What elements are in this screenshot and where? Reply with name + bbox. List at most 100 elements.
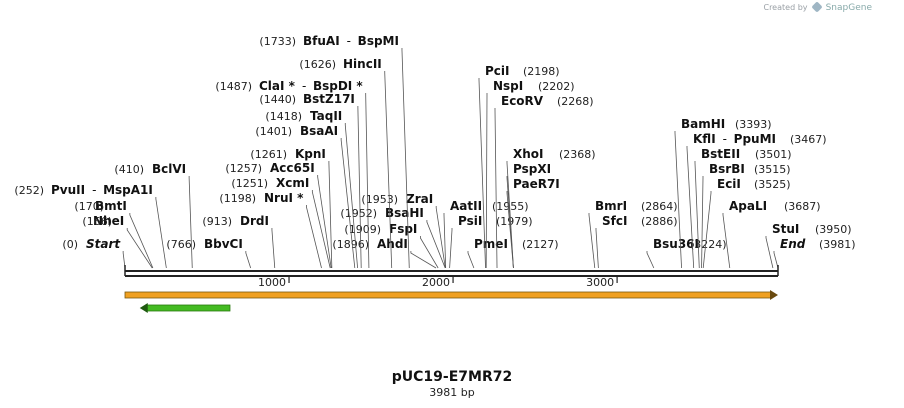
- site-position: (1909): [344, 223, 381, 236]
- site-position: (3950): [815, 223, 852, 236]
- site-position: (1953): [361, 193, 398, 206]
- site-name: PspXI: [513, 162, 551, 176]
- site-name: EciI: [717, 177, 741, 191]
- leader-line: [506, 191, 514, 269]
- site-label: TaqII(1418): [265, 109, 342, 123]
- site-label: XhoI(2368): [513, 147, 596, 161]
- site-label: PmeI(2127): [474, 237, 559, 251]
- site-label: Acc65I(1257): [225, 161, 314, 175]
- site-position: (3393): [735, 118, 772, 131]
- site-name: BclVI: [152, 162, 186, 176]
- site-position: (0): [62, 238, 78, 251]
- site-separator: -: [723, 132, 727, 146]
- site-name: StuI: [772, 222, 799, 236]
- site-name: Bsu36I: [653, 237, 699, 251]
- ruler-tick-label: 3000: [586, 276, 614, 289]
- leader-line: [494, 108, 498, 269]
- site-name: BbvCI: [204, 237, 243, 251]
- site-name: PsiI: [458, 214, 482, 228]
- leader-line: [467, 251, 475, 269]
- feature-forward-arrowhead: [770, 290, 778, 300]
- site-name: SfcI: [602, 214, 627, 228]
- leader-line: [188, 176, 193, 269]
- site-label: EcoRV(2268): [501, 94, 594, 108]
- site-label: AhdI(1896): [332, 237, 407, 251]
- site-position: (3224): [690, 238, 727, 251]
- site-name: Start: [86, 237, 121, 251]
- site-name: BmrI: [595, 199, 627, 213]
- leader-line: [245, 251, 252, 269]
- site-position: (1440): [259, 93, 296, 106]
- site-separator: -: [302, 79, 306, 93]
- site-name: BsrBI: [709, 162, 745, 176]
- leader-line: [773, 251, 779, 269]
- snapgene-logo-icon: [811, 1, 823, 13]
- site-name: BstEII: [701, 147, 740, 161]
- site-position: (410): [114, 163, 144, 176]
- site-name: XcmI: [276, 176, 309, 190]
- site-name: AhdI: [377, 237, 408, 251]
- site-label: KflI-PpuMI(3467): [693, 132, 827, 146]
- leader-line: [420, 236, 439, 269]
- site-position: (252): [14, 184, 44, 197]
- plasmid-length: 3981 bp: [429, 386, 475, 399]
- site-position: (3525): [754, 178, 791, 191]
- leader-line: [701, 176, 704, 269]
- site-label: DrdI(913): [202, 214, 269, 228]
- site-position: (1626): [299, 58, 336, 71]
- site-label: Bsu36I(3224): [653, 237, 727, 251]
- site-label: PvuII-MspA1I(252): [14, 183, 152, 197]
- site-label: BamHI(3393): [681, 117, 772, 131]
- features: [124, 290, 778, 313]
- site-position: (1955): [492, 200, 529, 213]
- leader-line: [365, 93, 370, 269]
- site-label: BstZ17I (1440): [259, 92, 354, 106]
- site-separator: -: [347, 34, 351, 48]
- site-name: HincII: [343, 57, 382, 71]
- site-position: (2198): [523, 65, 560, 78]
- site-label: PciI (2198): [485, 64, 560, 78]
- feature-reverse-arrowhead: [139, 303, 148, 313]
- leader-line: [122, 251, 126, 269]
- site-label: PsiI(1979): [458, 214, 533, 228]
- leader-line: [595, 228, 599, 269]
- leader-line: [765, 236, 774, 269]
- leader-line: [686, 146, 695, 269]
- site-label: AatII (1955): [450, 199, 529, 213]
- site-position: (1257): [225, 162, 262, 175]
- site-position: (3467): [790, 133, 827, 146]
- site-name: BstZ17I: [303, 92, 355, 106]
- leader-line: [443, 213, 447, 269]
- site-position: (1198): [219, 192, 256, 205]
- site-name: BmtI: [95, 199, 127, 213]
- site-position: (1733): [259, 35, 296, 48]
- site-name: PciI: [485, 64, 510, 78]
- site-position: (766): [166, 238, 196, 251]
- site-label: ApaLI(3687): [729, 199, 821, 213]
- leader-line: [588, 213, 596, 269]
- site-position: (3687): [784, 200, 821, 213]
- leader-line: [485, 93, 488, 269]
- site-name-alt: BspDI *: [313, 79, 363, 93]
- site-name: NruI *: [264, 191, 304, 205]
- plasmid-name: pUC19-E7MR72: [391, 369, 513, 385]
- leader-line: [357, 106, 362, 269]
- site-position: (1261): [250, 148, 287, 161]
- leader-line: [435, 206, 446, 269]
- site-label: BbvCI (766): [166, 237, 242, 251]
- site-name: End: [780, 237, 806, 251]
- site-name: KpnI: [295, 147, 326, 161]
- leader-line: [426, 220, 446, 269]
- leader-line: [311, 190, 331, 269]
- site-label: BsrBI(3515): [709, 162, 791, 176]
- site-name: BsaAI: [300, 124, 338, 138]
- site-name: AatII: [450, 199, 482, 213]
- site-label: FspI(1909): [344, 222, 417, 236]
- site-name-alt: BspMI: [358, 34, 399, 48]
- leader-line: [478, 78, 486, 269]
- site-position: (1418): [265, 110, 302, 123]
- site-label: Start (0): [62, 237, 121, 251]
- site-label: SfcI(2886): [602, 214, 678, 228]
- site-label: HincII (1626): [299, 57, 381, 71]
- leader-line: [506, 176, 514, 269]
